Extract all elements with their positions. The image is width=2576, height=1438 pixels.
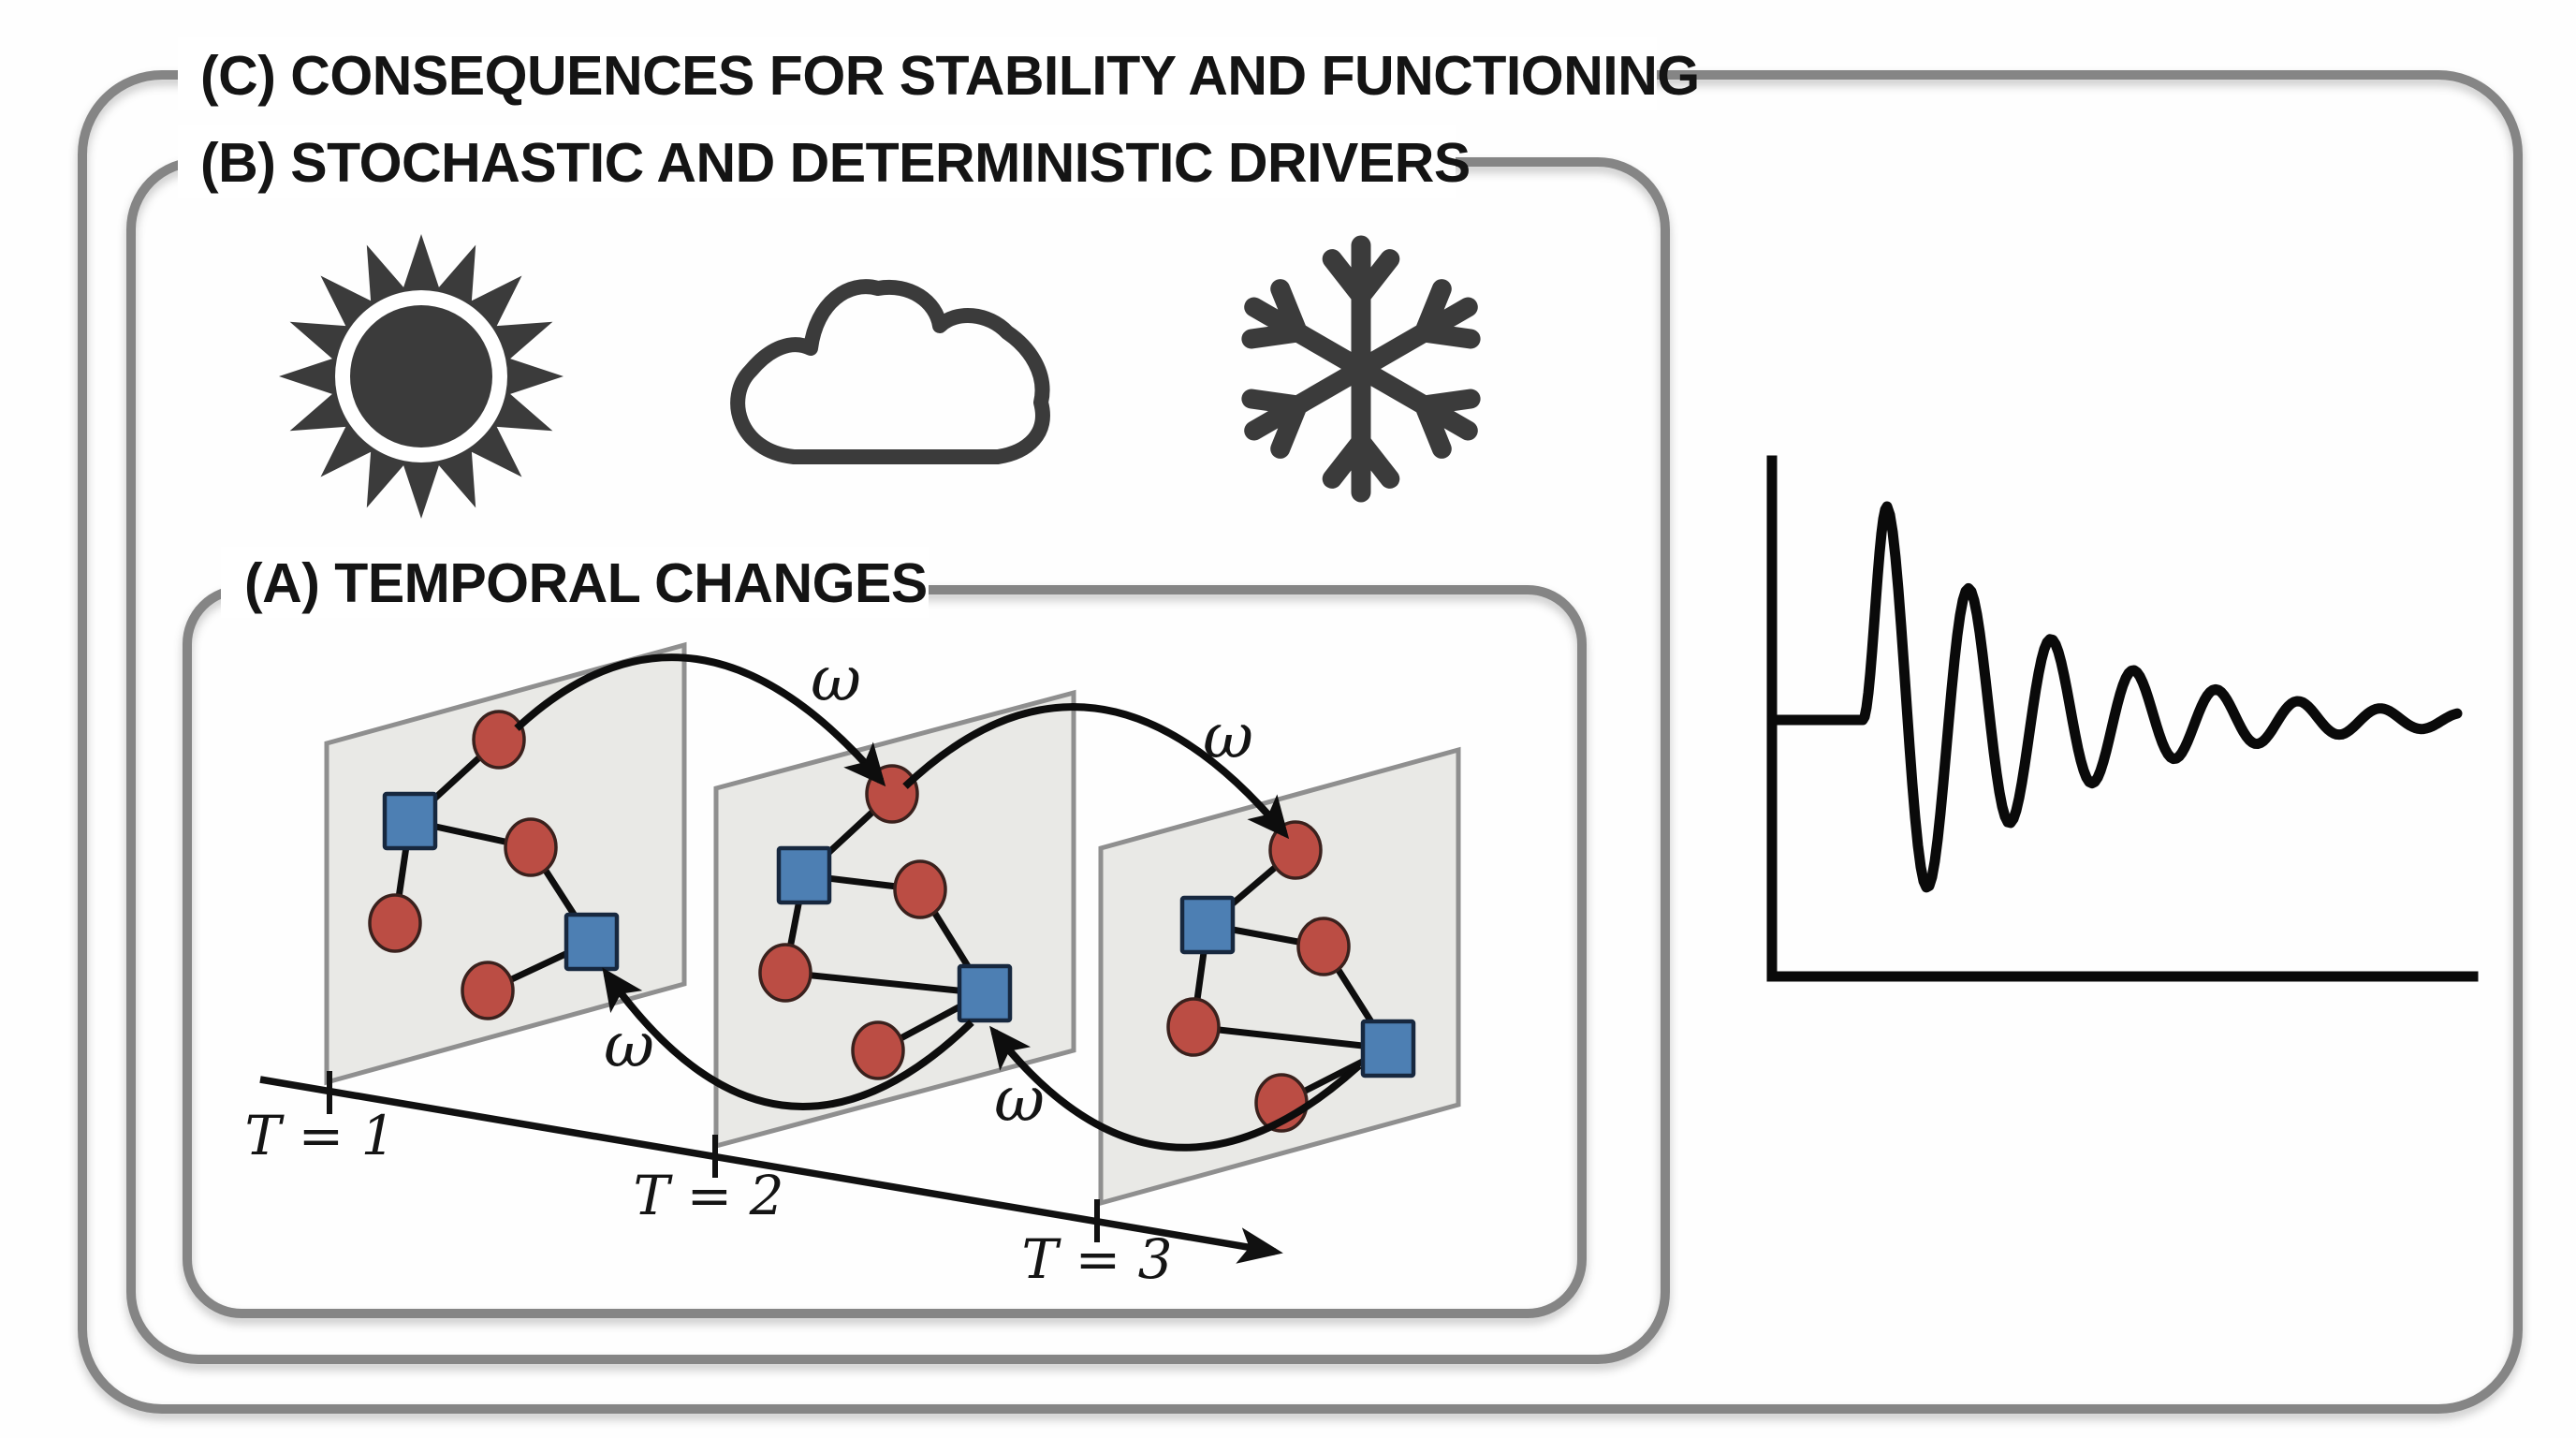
stability-plot: [1766, 455, 2479, 982]
species-node-square: [1179, 895, 1236, 955]
species-node-square: [776, 845, 832, 905]
box-c-title: (C) CONSEQUENCES FOR STABILITY AND FUNCT…: [200, 45, 1700, 107]
box-temporal: (A) TEMPORAL CHANGES: [183, 547, 1587, 1318]
species-node-circle: [758, 943, 812, 1003]
box-a-title: (A) TEMPORAL CHANGES: [244, 552, 928, 614]
cloud-outline: [730, 279, 1050, 464]
sun-icon: [279, 234, 564, 519]
time-arrow: [259, 1076, 1283, 1264]
time-label-t1: T = 1: [244, 1104, 395, 1167]
time-label-t3: T = 3: [1021, 1227, 1172, 1291]
omega-arc-t1-t2: [514, 653, 886, 787]
omega-arc-t2-t1: [602, 967, 974, 1110]
box-drivers: (B) STOCHASTIC AND DETERMINISTIC DRIVERS: [126, 125, 1670, 1364]
species-node-circle: [851, 1020, 905, 1080]
box-b-label-bg: [178, 125, 1456, 198]
species-node-circle: [368, 893, 422, 953]
snowflake-icon: [1241, 235, 1481, 503]
plot-axes: [1766, 455, 2479, 982]
box-consequences: (C) CONSEQUENCES FOR STABILITY AND FUNCT…: [78, 37, 2523, 1414]
damped-oscillation-curve: [1766, 501, 2463, 893]
network-plane-t1: [324, 641, 687, 1086]
box-a-label-bg: [221, 547, 929, 618]
omega-label-2: ω: [1203, 700, 1253, 772]
species-node-square: [564, 912, 620, 972]
species-node-circle: [504, 817, 558, 877]
network-plane-t3: [1098, 746, 1461, 1207]
box-c-label-bg: [178, 37, 1657, 110]
omega-label-4: ω: [994, 1064, 1045, 1136]
network-edge: [782, 969, 988, 997]
species-node-circle: [472, 710, 526, 770]
time-label-t2: T = 2: [633, 1164, 783, 1227]
omega-arc-t2-t3: [902, 703, 1290, 840]
species-node-square: [382, 791, 438, 851]
species-node-circle: [893, 859, 947, 919]
network-edge: [1190, 1023, 1392, 1052]
species-node-circle: [461, 961, 515, 1020]
species-node-circle: [1166, 997, 1221, 1057]
species-node-square: [1360, 1019, 1416, 1078]
omega-arc-t3-t2: [989, 1025, 1362, 1152]
sun-core: [350, 305, 492, 448]
time-axis: T = 1 T = 2 T = 3: [244, 1071, 1283, 1291]
species-node-circle: [1296, 917, 1351, 976]
box-b-title: (B) STOCHASTIC AND DETERMINISTIC DRIVERS: [200, 132, 1471, 194]
omega-label-1: ω: [811, 643, 861, 715]
network-plane-t2: [713, 689, 1076, 1150]
species-node-square: [957, 963, 1013, 1023]
cloud-icon: [730, 279, 1050, 464]
snowflake-arms: [1241, 235, 1481, 503]
omega-label-3: ω: [604, 1009, 654, 1081]
